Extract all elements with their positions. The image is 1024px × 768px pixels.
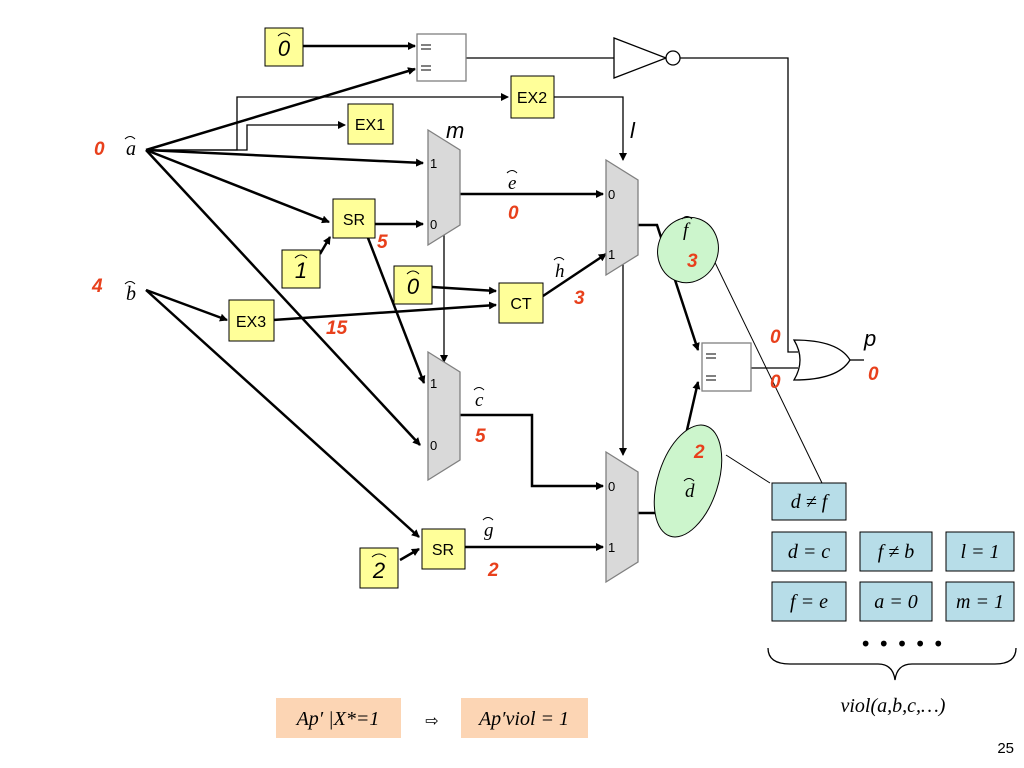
svg-text:1: 1: [295, 258, 307, 283]
f-ellipse: [657, 216, 719, 284]
svg-text:SR: SR: [432, 542, 454, 559]
f-value: 3: [687, 251, 698, 272]
mux-4: [605, 450, 639, 584]
svg-text:d ≠ f: d ≠ f: [791, 491, 830, 513]
mux3-pin-0: 0: [608, 187, 615, 202]
ex3-block: EX3: [228, 299, 275, 342]
constraint-d-neq-f: d ≠ f: [771, 482, 847, 521]
const-box-1: 1: [281, 249, 321, 289]
svg-text:2: 2: [372, 558, 385, 583]
mux-2: [427, 350, 461, 482]
mux-3: [605, 158, 639, 277]
m-label: m: [446, 118, 464, 143]
or-in0-value: 0: [770, 327, 781, 348]
l-label: l: [630, 118, 636, 143]
svg-text:l = 1: l = 1: [960, 541, 999, 563]
mux4-pin-0: 0: [608, 479, 615, 494]
d-value: 2: [693, 442, 705, 463]
svg-text:f ≠ b: f ≠ b: [878, 541, 915, 563]
svg-text:d = c: d = c: [788, 541, 830, 563]
constraint-a-eq-0: a = 0: [859, 581, 933, 622]
ex1-block: EX1: [347, 103, 394, 145]
constraint-m-eq-1: m = 1: [945, 581, 1015, 622]
svg-text:m = 1: m = 1: [956, 591, 1004, 613]
comparator-top: [416, 33, 467, 82]
e-value: 0: [508, 203, 519, 224]
b-label: b: [126, 283, 136, 305]
mux1-pin-1: 1: [430, 156, 437, 171]
svg-text:EX2: EX2: [517, 90, 547, 107]
f-label: f: [683, 220, 691, 241]
ex3-out-value: 15: [326, 318, 348, 339]
svg-text:CT: CT: [510, 296, 532, 313]
ct-block: CT: [498, 282, 544, 324]
a-label: a: [126, 138, 136, 160]
ellipsis-dots: • • • • •: [860, 632, 944, 656]
const-box-0-top: 0: [264, 27, 304, 67]
constraint-d-eq-c: d = c: [771, 531, 847, 572]
or-in1-value: 0: [770, 372, 781, 393]
p-value: 0: [868, 364, 879, 385]
constraint-f-eq-e: f = e: [771, 581, 847, 622]
not-gate: [613, 37, 681, 79]
d-ellipse: [653, 424, 723, 538]
constraint-f-neq-b: f ≠ b: [859, 531, 933, 572]
a-hat: [124, 136, 136, 140]
brace: [767, 647, 1017, 681]
formula-right: Ap′viol = 1: [461, 698, 588, 738]
mux-1: [427, 128, 461, 247]
svg-text:EX3: EX3: [236, 314, 266, 331]
wires: [145, 42, 864, 562]
viol-label: viol(a,b,c,…): [841, 695, 946, 717]
const-box-2: 2: [359, 547, 399, 589]
p-label: p: [863, 326, 876, 351]
h-label: h: [555, 261, 565, 282]
h-value: 3: [574, 288, 585, 309]
mux1-pin-0: 0: [430, 217, 437, 232]
or-gate: [792, 339, 851, 381]
const-box-0-mid: 0: [393, 265, 433, 305]
g-label: g: [484, 520, 494, 541]
svg-text:SR: SR: [343, 212, 365, 229]
svg-text:EX1: EX1: [355, 117, 385, 134]
svg-text:0: 0: [278, 36, 291, 61]
svg-text:0: 0: [407, 274, 420, 299]
sr-block-1: SR: [332, 198, 376, 239]
d-label: d: [685, 481, 695, 502]
constraint-l-eq-1: l = 1: [945, 531, 1015, 572]
mux3-pin-1: 1: [608, 247, 615, 262]
b-hat: [124, 281, 136, 285]
mux4-pin-1: 1: [608, 540, 615, 555]
comparator-bottom: [701, 342, 752, 392]
b-value: 4: [91, 276, 103, 297]
e-label: e: [508, 173, 516, 194]
mux2-pin-1: 1: [430, 376, 437, 391]
svg-text:a = 0: a = 0: [874, 591, 918, 613]
sr-block-2: SR: [421, 528, 466, 570]
svg-text:Ap′viol = 1: Ap′viol = 1: [477, 708, 569, 730]
slide-number: 25: [997, 740, 1014, 757]
svg-text:f = e: f = e: [790, 591, 828, 613]
sr1-out-value: 5: [377, 232, 388, 253]
ex2-block: EX2: [510, 75, 555, 119]
c-value: 5: [475, 426, 486, 447]
g-value: 2: [487, 560, 499, 581]
c-label: c: [475, 390, 484, 411]
svg-text:Ap′ |X*=1: Ap′ |X*=1: [295, 708, 380, 730]
formula-left: Ap′ |X*=1: [276, 698, 401, 738]
implies-arrow: ⇨: [425, 711, 438, 730]
a-value: 0: [94, 139, 105, 160]
mux2-pin-0: 0: [430, 438, 437, 453]
